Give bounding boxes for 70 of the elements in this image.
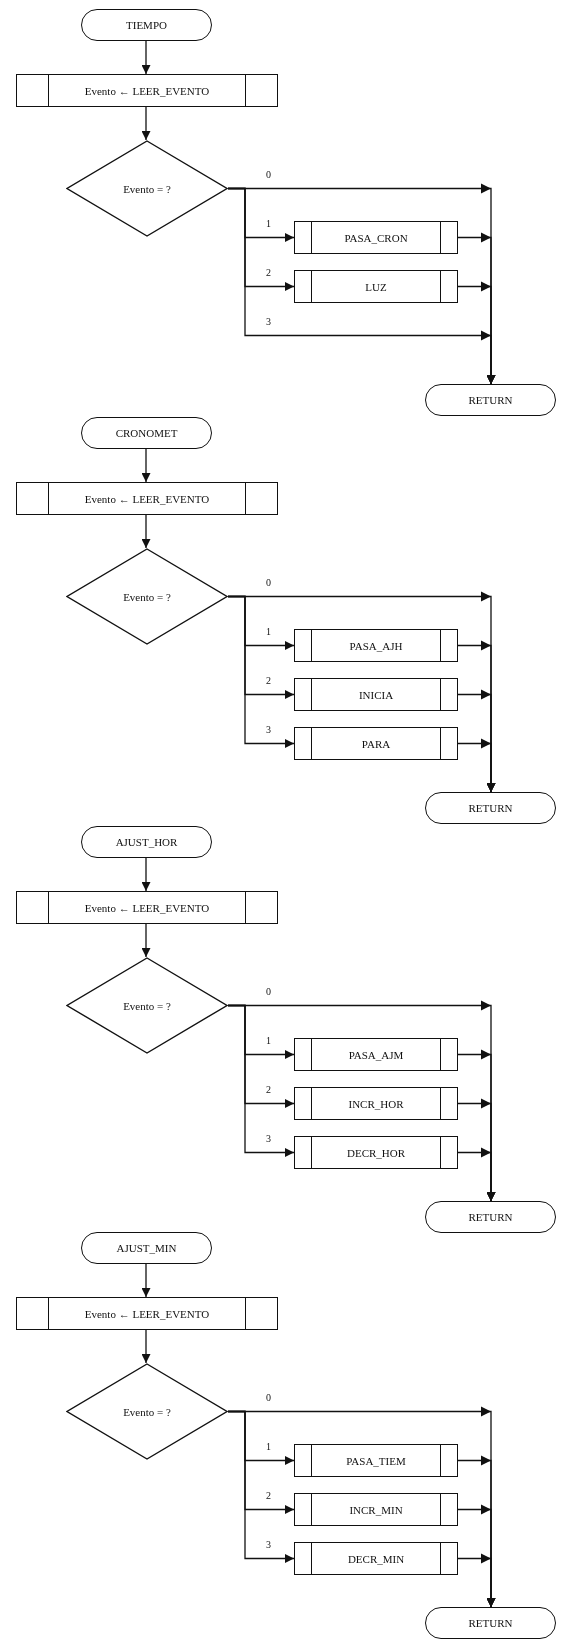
subroutine-box <box>294 1038 458 1071</box>
edge-label: 1 <box>265 217 272 229</box>
label-text: PASA_TIEM <box>346 1454 406 1467</box>
return-terminal <box>425 1607 556 1639</box>
subroutine-box <box>294 727 458 760</box>
edge-label: 0 <box>265 576 272 588</box>
edge-label: 2 <box>265 674 272 686</box>
label-text: DECR_MIN <box>347 1552 405 1565</box>
subroutine-box <box>16 1297 278 1330</box>
start-terminal <box>81 1232 212 1264</box>
label-text: INCR_MIN <box>349 1503 403 1516</box>
label-text: DECR_HOR <box>346 1146 406 1159</box>
subroutine-box <box>294 221 458 254</box>
label-text: AJUST_MIN <box>116 1242 177 1254</box>
edge-label: 1 <box>265 1440 272 1452</box>
edge-label: 0 <box>265 1391 272 1403</box>
start-terminal <box>81 826 212 858</box>
subroutine-box <box>294 1136 458 1169</box>
label-text: PARA <box>361 737 391 750</box>
label-text: INICIA <box>358 688 394 701</box>
decision-diamond <box>66 957 228 1054</box>
edge-label: 0 <box>265 168 272 180</box>
edge-label: 1 <box>265 625 272 637</box>
edge-label: 3 <box>265 1538 272 1550</box>
label-text: RETURN <box>468 802 513 814</box>
label-text: PASA_AJH <box>349 639 403 652</box>
edge-label: 3 <box>265 1132 272 1144</box>
label-text: PASA_AJM <box>348 1048 404 1061</box>
subroutine-box <box>294 1493 458 1526</box>
label-text: Evento ← LEER_EVENTO <box>84 901 210 914</box>
label-text: Evento ← LEER_EVENTO <box>84 1307 210 1320</box>
start-terminal <box>81 417 212 449</box>
subroutine-box <box>16 891 278 924</box>
subroutine-box <box>294 270 458 303</box>
decision-diamond <box>66 140 228 237</box>
label-text: RETURN <box>468 394 513 406</box>
label-text: RETURN <box>468 1211 513 1223</box>
edge-label: 0 <box>265 985 272 997</box>
subroutine-box <box>294 629 458 662</box>
return-terminal <box>425 1201 556 1233</box>
label-text: RETURN <box>468 1617 513 1629</box>
condition-text: Evento = ? <box>123 1405 171 1418</box>
decision-diamond <box>66 1363 228 1460</box>
decision-diamond <box>66 548 228 645</box>
return-terminal <box>425 792 556 824</box>
condition-text: Evento = ? <box>123 182 171 195</box>
subroutine-box <box>294 1542 458 1575</box>
condition-text: Evento = ? <box>123 590 171 603</box>
label-text: PASA_CRON <box>344 231 408 244</box>
label-text: Evento ← LEER_EVENTO <box>84 84 210 97</box>
label-text: CRONOMET <box>115 427 178 439</box>
edge-label: 2 <box>265 266 272 278</box>
label-text: AJUST_HOR <box>115 836 178 848</box>
subroutine-box <box>294 1087 458 1120</box>
return-terminal <box>425 384 556 416</box>
edge-label: 1 <box>265 1034 272 1046</box>
edge-label: 2 <box>265 1083 272 1095</box>
subroutine-box <box>16 482 278 515</box>
edge-label: 3 <box>265 723 272 735</box>
label-text: Evento ← LEER_EVENTO <box>84 492 210 505</box>
label-text: INCR_HOR <box>348 1097 404 1110</box>
label-text: TIEMPO <box>126 19 167 31</box>
subroutine-box <box>16 74 278 107</box>
subroutine-box <box>294 1444 458 1477</box>
edge-label: 2 <box>265 1489 272 1501</box>
label-text: LUZ <box>365 280 387 293</box>
condition-text: Evento = ? <box>123 999 171 1012</box>
start-terminal <box>81 9 212 41</box>
edge-label: 3 <box>265 315 272 327</box>
subroutine-box <box>294 678 458 711</box>
